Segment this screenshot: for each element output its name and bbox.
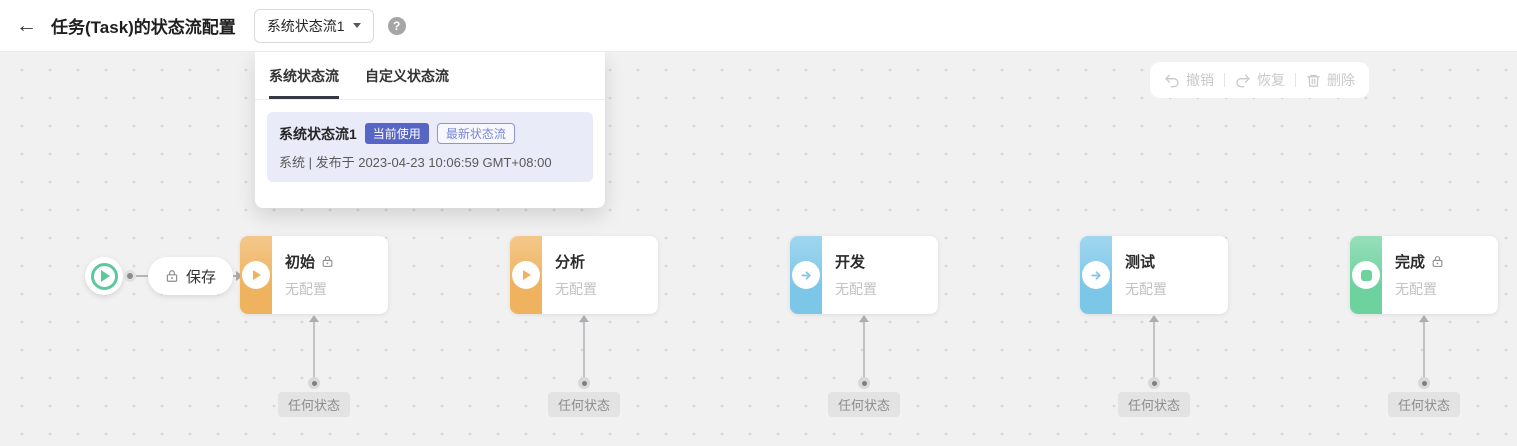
tab-system-flow[interactable]: 系统状态流	[269, 66, 339, 99]
node-body: 初始 无配置	[272, 236, 388, 314]
toolbar-divider	[1295, 73, 1296, 87]
stop-icon	[1360, 269, 1372, 281]
lock-icon	[165, 269, 179, 283]
save-transition-label: 保存	[186, 268, 217, 286]
arrow-right-icon	[1090, 269, 1103, 282]
connector-arrowhead-up-icon	[1149, 315, 1159, 322]
undo-button[interactable]: 撤销	[1164, 70, 1214, 90]
node-stripe	[510, 236, 542, 314]
node-stripe	[1350, 236, 1382, 314]
node-stripe	[1080, 236, 1112, 314]
node-title: 开发	[835, 254, 866, 271]
flow-item-header: 系统状态流1 当前使用 最新状态流	[279, 123, 581, 144]
save-transition-pill[interactable]: 保存	[148, 257, 234, 295]
connector-line	[136, 275, 148, 277]
play-icon	[100, 270, 110, 282]
flow-selector-button[interactable]: 系统状态流1	[253, 8, 374, 43]
node-subtitle: 无配置	[835, 281, 877, 297]
connector-arrowhead-up-icon	[859, 315, 869, 322]
node-stripe	[790, 236, 822, 314]
flow-item-card[interactable]: 系统状态流1 当前使用 最新状态流 系统 | 发布于 2023-04-23 10…	[267, 112, 593, 182]
connector-arrowhead-up-icon	[1419, 315, 1429, 322]
any-state-pill[interactable]: 任何状态	[547, 392, 621, 417]
node-title: 初始	[285, 254, 316, 271]
delete-button[interactable]: 删除	[1306, 70, 1355, 90]
node-title: 分析	[555, 254, 586, 271]
redo-label: 恢复	[1257, 72, 1285, 88]
any-state-pill[interactable]: 任何状态	[827, 392, 901, 417]
latest-flow-badge: 最新状态流	[436, 123, 515, 144]
connector-line	[313, 322, 315, 380]
undo-label: 撤销	[1186, 72, 1214, 88]
connector-line	[1153, 322, 1155, 380]
connector-dot	[1148, 377, 1160, 389]
node-body: 测试 无配置	[1112, 236, 1228, 314]
connector-line	[1423, 322, 1425, 380]
connector-dot	[858, 377, 870, 389]
undo-icon	[1164, 72, 1180, 88]
workflow-canvas[interactable]: 系统状态流 自定义状态流 系统状态流1 当前使用 最新状态流 系统 | 发布于 …	[0, 52, 1517, 446]
any-state-pill[interactable]: 任何状态	[1387, 392, 1461, 417]
node-body: 完成 无配置	[1382, 236, 1498, 314]
start-ring	[90, 262, 118, 290]
start-node[interactable]	[85, 257, 123, 295]
node-body: 开发 无配置	[822, 236, 938, 314]
any-state-pill[interactable]: 任何状态	[1117, 392, 1191, 417]
dropdown-tabs: 系统状态流 自定义状态流	[255, 52, 605, 100]
flow-item-name: 系统状态流1	[279, 125, 357, 142]
back-icon[interactable]: ←	[16, 14, 37, 37]
status-icon-circle	[242, 261, 270, 289]
connector-port-dot	[127, 273, 133, 279]
node-body: 分析 无配置	[542, 236, 658, 314]
connector-arrowhead-up-icon	[309, 315, 319, 322]
node-subtitle: 无配置	[1125, 281, 1167, 297]
node-stripe	[240, 236, 272, 314]
node-subtitle: 无配置	[555, 281, 597, 297]
connector-dot	[578, 377, 590, 389]
node-title: 测试	[1125, 254, 1156, 271]
connector-arrowhead-icon	[236, 271, 243, 281]
connector-arrowhead-up-icon	[579, 315, 589, 322]
any-state-pill[interactable]: 任何状态	[277, 392, 351, 417]
lock-icon	[321, 255, 334, 268]
status-node-done[interactable]: 完成 无配置	[1350, 236, 1498, 314]
flow-selector-label: 系统状态流1	[266, 17, 345, 34]
flow-dropdown-panel: 系统状态流 自定义状态流 系统状态流1 当前使用 最新状态流 系统 | 发布于 …	[255, 52, 605, 208]
status-icon-circle	[512, 261, 540, 289]
status-node-analysis[interactable]: 分析 无配置	[510, 236, 658, 314]
node-subtitle: 无配置	[1395, 281, 1437, 297]
status-node-test[interactable]: 测试 无配置	[1080, 236, 1228, 314]
redo-button[interactable]: 恢复	[1235, 70, 1285, 90]
delete-label: 删除	[1327, 72, 1355, 88]
tab-custom-flow[interactable]: 自定义状态流	[365, 68, 449, 84]
node-title: 完成	[1395, 254, 1426, 271]
help-icon[interactable]: ?	[387, 16, 406, 35]
status-icon-circle	[1352, 261, 1380, 289]
lock-icon	[1431, 255, 1444, 268]
status-icon-circle	[792, 261, 820, 289]
connector-line	[583, 322, 585, 380]
edit-toolbar: 撤销 恢复 删除	[1150, 62, 1369, 98]
toolbar-divider	[1224, 73, 1225, 87]
trash-icon	[1306, 73, 1321, 88]
current-use-badge: 当前使用	[364, 123, 429, 144]
status-node-initial[interactable]: 初始 无配置	[240, 236, 388, 314]
arrow-right-icon	[800, 269, 813, 282]
status-icon-circle	[1082, 261, 1110, 289]
redo-icon	[1235, 72, 1251, 88]
connector-port[interactable]	[124, 270, 136, 282]
app-header: ← 任务(Task)的状态流配置 系统状态流1 ?	[0, 0, 1517, 52]
play-icon	[523, 270, 531, 280]
node-subtitle: 无配置	[285, 281, 327, 297]
play-icon	[253, 270, 261, 280]
connector-dot	[1418, 377, 1430, 389]
connector-dot	[308, 377, 320, 389]
flow-item-meta: 系统 | 发布于 2023-04-23 10:06:59 GMT+08:00	[279, 155, 552, 170]
status-node-develop[interactable]: 开发 无配置	[790, 236, 938, 314]
connector-line	[863, 322, 865, 380]
page-title: 任务(Task)的状态流配置	[51, 18, 236, 37]
chevron-down-icon	[352, 23, 361, 28]
